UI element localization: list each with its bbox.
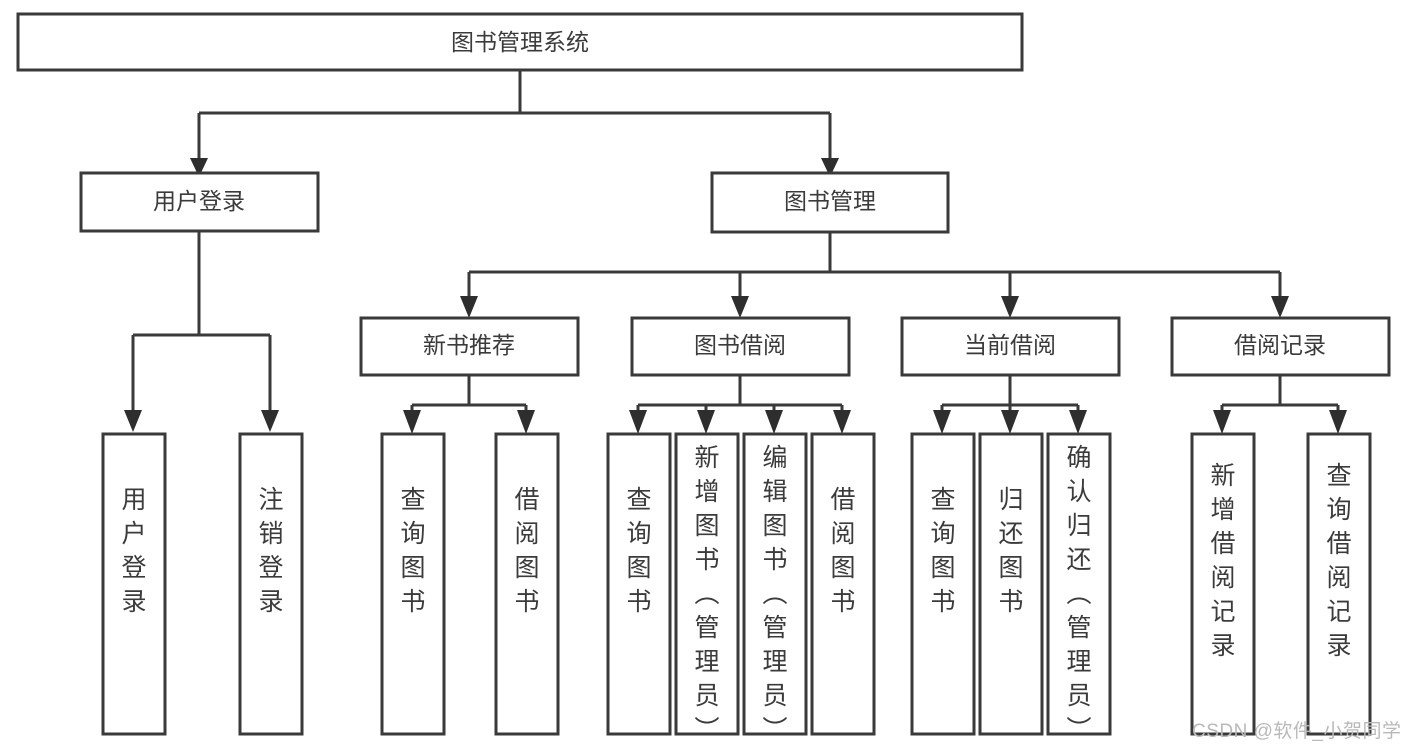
arrow-head-user-login (190, 158, 208, 177)
node-user-login-box[interactable] (79, 171, 320, 233)
leaf-box-borrow-add-book[interactable] (674, 432, 740, 736)
leaf-node-borrow-query[interactable]: 查询图书 (606, 432, 672, 736)
node-book-management-box[interactable] (710, 171, 950, 234)
leaf-box-user-login-login[interactable] (101, 432, 167, 736)
leaf-label-current-confirm-return: 确认归还︵管理员︶ (1066, 444, 1091, 744)
arrow-head-leaf-user-login-1 (124, 410, 142, 432)
leaf-label-current-query: 查询图书 (930, 486, 955, 616)
leaf-label-user-login-login: 用户登录 (121, 486, 146, 616)
leaf-node-record-query[interactable]: 查询借阅记录 (1306, 432, 1372, 736)
arrow-head-book-borrow (731, 296, 749, 318)
connector-group-current-borrow (933, 375, 1087, 434)
leaf-label-borrow-borrow-book: 借阅图书 (830, 486, 855, 616)
arrow-head-new-book (460, 296, 478, 318)
leaf-box-user-login-logout[interactable] (238, 432, 304, 736)
leaf-label-record-query: 查询借阅记录 (1326, 462, 1351, 660)
connector-group-user-login (124, 231, 279, 432)
node-new-book-recommend-box[interactable] (359, 316, 580, 377)
node-user-login-label: 用户登录 (153, 188, 245, 214)
leaf-label-user-login-logout: 注销登录 (258, 486, 283, 616)
connector-group-root (190, 70, 839, 177)
arrow-head-leaf-book-borrow-4 (833, 410, 851, 434)
node-root-box[interactable] (16, 12, 1024, 72)
leaf-label-borrow-query: 查询图书 (626, 486, 651, 616)
node-borrow-record-label: 借阅记录 (1234, 332, 1326, 358)
arrow-head-leaf-new-book-2 (517, 410, 535, 434)
leaf-node-new-book-borrow[interactable]: 借阅图书 (494, 432, 560, 736)
leaf-box-current-return[interactable] (978, 432, 1044, 736)
leaf-box-borrow-query[interactable] (606, 432, 672, 736)
leaf-node-new-book-query[interactable]: 查询图书 (380, 432, 446, 736)
leaf-label-current-return: 归还图书 (998, 486, 1023, 616)
node-book-borrow-label: 图书借阅 (694, 332, 786, 358)
node-user-login[interactable]: 用户登录 (79, 171, 320, 233)
connector-group-book-mgmt (460, 232, 1289, 318)
arrow-head-leaf-record-1 (1213, 410, 1231, 434)
csdn-watermark: CSDN @软件_小贺同学 (1192, 721, 1402, 742)
leaf-node-borrow-edit-book[interactable]: 编辑图书︵管理员︶ (742, 432, 808, 744)
arrow-head-leaf-record-2 (1329, 410, 1347, 434)
node-root-system[interactable]: 图书管理系统 (16, 12, 1024, 72)
leaf-box-record-add[interactable] (1190, 432, 1256, 736)
arrow-head-leaf-new-book-1 (403, 410, 421, 434)
leaf-node-current-return[interactable]: 归还图书 (978, 432, 1044, 736)
leaf-label-borrow-edit-book: 编辑图书︵管理员︶ (762, 444, 787, 744)
node-new-book-recommend[interactable]: 新书推荐 (359, 316, 580, 377)
connector-group-new-book (403, 375, 535, 434)
arrow-head-book-mgmt (821, 158, 839, 177)
node-book-management[interactable]: 图书管理 (710, 171, 950, 234)
node-current-borrow-label: 当前借阅 (964, 332, 1056, 358)
leaf-label-record-add: 新增借阅记录 (1210, 462, 1235, 660)
node-book-management-label: 图书管理 (784, 188, 876, 214)
leaf-node-current-query[interactable]: 查询图书 (910, 432, 976, 736)
arrow-head-current-borrow (1001, 296, 1019, 318)
leaf-box-record-query[interactable] (1306, 432, 1372, 736)
connector-group-borrow-record (1213, 375, 1347, 434)
leaf-node-current-confirm-return[interactable]: 确认归还︵管理员︶ (1046, 432, 1112, 744)
node-current-borrow-box[interactable] (900, 316, 1121, 377)
arrow-head-leaf-book-borrow-2 (697, 410, 715, 434)
arrow-head-leaf-user-login-2 (261, 410, 279, 432)
node-current-borrow[interactable]: 当前借阅 (900, 316, 1121, 377)
leaf-node-user-login-login[interactable]: 用户登录 (101, 432, 167, 736)
arrow-head-leaf-current-1 (933, 410, 951, 434)
arrow-head-leaf-current-2 (1001, 410, 1019, 434)
connector-group-book-borrow (629, 375, 851, 434)
leaf-node-record-add[interactable]: 新增借阅记录 (1190, 432, 1256, 736)
leaf-box-new-book-borrow[interactable] (494, 432, 560, 736)
node-book-borrow[interactable]: 图书借阅 (630, 316, 851, 377)
leaf-box-new-book-query[interactable] (380, 432, 446, 736)
leaf-node-user-login-logout[interactable]: 注销登录 (238, 432, 304, 736)
arrow-head-leaf-current-3 (1069, 410, 1087, 434)
arrow-head-leaf-book-borrow-3 (765, 410, 783, 434)
node-borrow-record-box[interactable] (1170, 316, 1391, 377)
arrow-head-leaf-book-borrow-1 (629, 410, 647, 434)
node-borrow-record[interactable]: 借阅记录 (1170, 316, 1391, 377)
leaf-box-borrow-edit-book[interactable] (742, 432, 808, 736)
leaf-node-borrow-borrow-book[interactable]: 借阅图书 (810, 432, 876, 736)
leaf-box-current-query[interactable] (910, 432, 976, 736)
arrow-head-borrow-record (1271, 296, 1289, 318)
leaf-label-new-book-borrow: 借阅图书 (514, 486, 539, 616)
leaf-node-borrow-add-book[interactable]: 新增图书︵管理员︶ (674, 432, 740, 744)
node-new-book-recommend-label: 新书推荐 (423, 332, 515, 358)
node-book-borrow-box[interactable] (630, 316, 851, 377)
leaf-box-current-confirm-return[interactable] (1046, 432, 1112, 736)
node-root-label: 图书管理系统 (451, 29, 589, 55)
leaf-box-borrow-borrow-book[interactable] (810, 432, 876, 736)
leaf-label-new-book-query: 查询图书 (400, 486, 425, 616)
leaf-label-borrow-add-book: 新增图书︵管理员︶ (694, 444, 719, 744)
